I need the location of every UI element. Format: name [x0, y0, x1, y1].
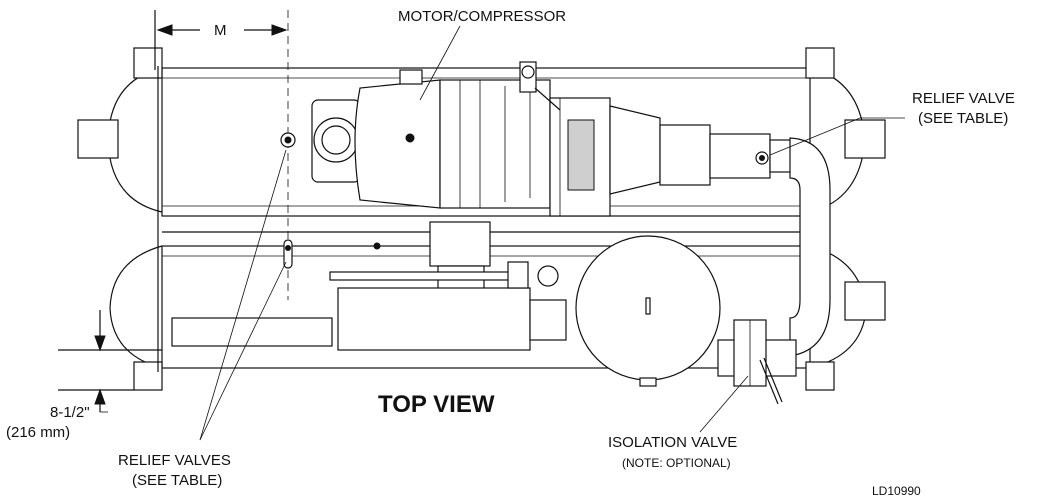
dimension-in-label: 8-1/2"	[50, 404, 90, 421]
top-view-title: TOP VIEW	[378, 391, 495, 418]
oil-separator	[575, 235, 721, 387]
relief-valve-upper-left	[280, 132, 296, 148]
leader-lines	[199, 25, 905, 441]
dimension-m-label: M	[214, 22, 227, 39]
see-table-bottom-label: (SEE TABLE)	[132, 472, 223, 489]
see-table-top-label: (SEE TABLE)	[918, 110, 1009, 127]
dimension-mm-label: (216 mm)	[6, 424, 71, 441]
isolation-valve	[717, 319, 797, 405]
drawing-id-label: LD10990	[872, 484, 921, 498]
relief-valve-lower-left	[283, 239, 293, 269]
relief-valve-top-label: RELIEF VALVE	[912, 90, 1015, 107]
relief-valves-label: RELIEF VALVES	[118, 452, 231, 469]
dimension-8-half	[58, 310, 162, 413]
relief-valve-top-right	[755, 151, 769, 165]
motor-compressor	[311, 61, 801, 297]
isolation-valve-label: ISOLATION VALVE	[608, 434, 738, 451]
note-optional-label: (NOTE: OPTIONAL)	[622, 456, 731, 470]
motor-compressor-label: MOTOR/COMPRESSOR	[398, 8, 567, 25]
lower-piping	[171, 261, 567, 351]
